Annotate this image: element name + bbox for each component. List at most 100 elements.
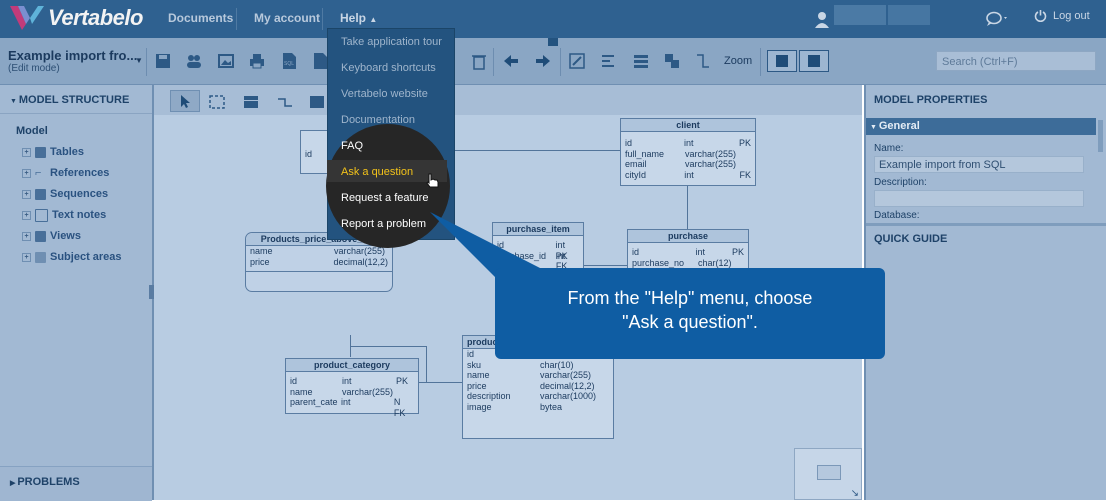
layout-left-panel-toggle[interactable] <box>767 50 797 72</box>
model-structure-header[interactable]: ▼ MODEL STRUCTURE <box>10 94 129 106</box>
description-field[interactable] <box>874 190 1084 207</box>
menu-item-documentation[interactable]: Documentation <box>341 114 415 126</box>
menu-item-request-feature[interactable]: Request a feature <box>341 192 429 204</box>
panel-splitter[interactable] <box>866 223 1106 226</box>
column-name: description <box>467 391 511 401</box>
column-name: image <box>467 401 492 412</box>
user-icon[interactable] <box>813 10 831 28</box>
reference-line <box>418 382 462 383</box>
problems-section[interactable] <box>0 466 152 501</box>
cursor-icon <box>181 95 190 108</box>
column-key: N FK <box>393 397 406 418</box>
save-icon[interactable] <box>154 52 172 70</box>
minimap-viewport[interactable] <box>817 465 841 480</box>
column-type: int <box>695 247 705 257</box>
menu-item-report-problem[interactable]: Report a problem <box>341 218 426 230</box>
xml-file-icon[interactable] <box>311 52 329 70</box>
chevron-down-icon[interactable]: ▼ <box>135 56 143 65</box>
quick-guide-header[interactable]: QUICK GUIDE <box>874 233 948 245</box>
redo-arrow-icon[interactable] <box>534 52 552 70</box>
logout-label: Log out <box>1053 9 1090 22</box>
minimap[interactable]: ↘ <box>794 448 862 500</box>
tree-root-model[interactable]: Model <box>16 125 48 137</box>
print-icon[interactable] <box>248 52 266 70</box>
reference-line <box>687 185 688 230</box>
column-type: varchar(255) <box>334 246 386 256</box>
add-reference-icon[interactable] <box>276 94 294 110</box>
menu-item-vertabelo-website[interactable]: Vertabelo website <box>341 88 428 100</box>
layers-icon[interactable] <box>663 52 681 70</box>
table-title: purchase <box>628 230 748 243</box>
logo[interactable]: Vertabelo <box>8 4 143 32</box>
view-icon <box>35 230 46 242</box>
tree-item-text-notes[interactable]: +Text notes <box>22 207 106 223</box>
distribute-icon[interactable] <box>632 52 650 70</box>
panel-resize-handle[interactable] <box>149 285 154 299</box>
toolbar-separator <box>560 48 561 76</box>
name-field[interactable]: Example import from SQL <box>874 156 1084 173</box>
table-title: client <box>621 119 755 132</box>
column-key: PK <box>396 376 409 386</box>
nav-documents[interactable]: Documents <box>168 11 234 25</box>
chevron-down-icon: ▼ <box>870 124 879 131</box>
add-table-icon[interactable] <box>242 94 260 110</box>
connector-icon[interactable] <box>694 52 712 70</box>
marquee-select-icon[interactable] <box>208 94 226 110</box>
layout-right-panel-toggle[interactable] <box>799 50 829 72</box>
sql-file-icon[interactable]: SQL <box>280 52 298 70</box>
expand-icon: + <box>22 231 31 241</box>
scrollbar[interactable] <box>1098 120 1103 152</box>
tree-item-references[interactable]: +⌐References <box>22 165 109 181</box>
resize-arrow-icon[interactable]: ↘ <box>850 488 859 499</box>
search-input[interactable]: Search (Ctrl+F) <box>936 51 1096 71</box>
general-section-header[interactable]: ▼ General <box>866 118 1096 135</box>
power-icon <box>1034 10 1047 22</box>
chat-icon[interactable] <box>985 11 1009 27</box>
collapse-toolbar-button[interactable] <box>548 38 558 46</box>
model-name[interactable]: Example import fro... <box>8 48 138 63</box>
add-view-icon[interactable] <box>308 94 326 110</box>
column-type: varchar(255) <box>685 159 737 169</box>
undo-arrow-icon[interactable] <box>502 52 520 70</box>
username-redacted <box>834 5 886 25</box>
table-row: id <box>301 149 351 160</box>
column-type: int <box>340 397 351 407</box>
column-name: id <box>290 376 298 386</box>
column-name: purchase_no <box>632 257 685 268</box>
menu-item-ask-question[interactable]: Ask a question <box>341 166 414 178</box>
general-title: General <box>878 120 920 132</box>
nav-my-account[interactable]: My account <box>254 11 321 25</box>
image-icon[interactable] <box>217 52 235 70</box>
menu-item-keyboard-shortcuts[interactable]: Keyboard shortcuts <box>341 62 436 74</box>
trash-icon[interactable] <box>470 52 488 70</box>
align-left-icon[interactable] <box>600 52 618 70</box>
logout-button[interactable]: Log out <box>1034 9 1090 22</box>
vertabelo-logo-icon <box>10 6 44 30</box>
column-name: name <box>467 370 490 380</box>
zoom-button[interactable]: Zoom <box>724 55 753 67</box>
sequence-icon <box>35 188 46 200</box>
tree-item-views[interactable]: +Views <box>22 228 81 244</box>
select-tool-button[interactable] <box>170 90 200 112</box>
menu-item-application-tour[interactable]: Take application tour <box>341 36 442 48</box>
tree-item-sequences[interactable]: +Sequences <box>22 186 108 202</box>
chevron-right-icon: ▶ <box>10 480 18 487</box>
edit-icon[interactable] <box>568 52 586 70</box>
menu-item-faq[interactable]: FAQ <box>341 140 364 152</box>
problems-header[interactable]: ▶ PROBLEMS <box>10 476 80 488</box>
tree-item-subject-areas[interactable]: +Subject areas <box>22 249 122 265</box>
users-icon[interactable] <box>185 52 203 70</box>
column-type: char(10) <box>540 359 574 370</box>
nav-help[interactable]: Help ▲ <box>340 0 377 38</box>
tree-item-tables[interactable]: +Tables <box>22 144 84 160</box>
